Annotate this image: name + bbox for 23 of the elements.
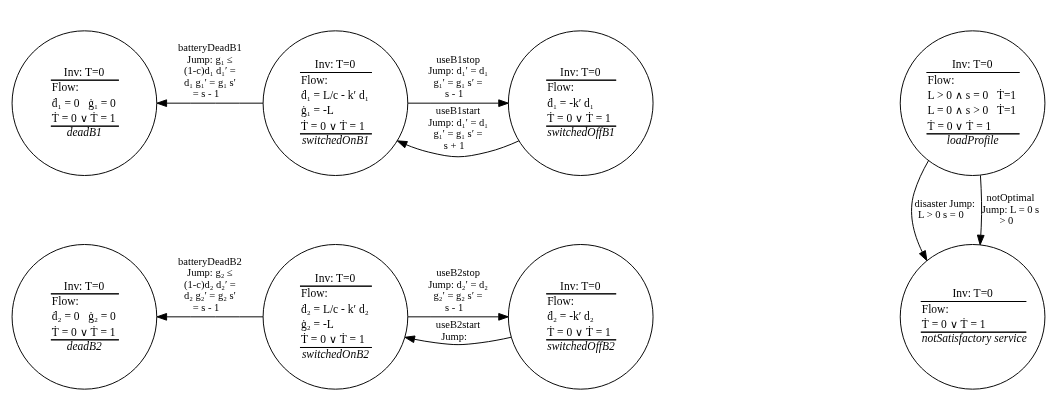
edge-label: notOptimal Jump: L = 0 s > 0 [981,191,1040,226]
edge-label: useB1start Jump: d₁′ = d₁ g₁′ = g₁ s′ = s + 1 [428,104,488,151]
arrow [156,312,264,321]
edge-label: batteryDeadB1 Jump: g₁ ≤ (1-c)d₁ d₁′ = d₁ g₁′ = g₁ s′ = s - 1 [178,41,242,99]
arrow [396,139,520,157]
edge-label: batteryDeadB2 Jump: g₂ ≤ (1-c)d₂ d₂′ = d₂ g₂′ = g₂ s′ = s - 1 [178,255,242,313]
node-circle: Inv: T=0 Flow: ḋ₂ = 0 ġ₂ = 0 Ṫ = 0 ∨ Ṫ = 1 deadB2 [11,243,158,390]
node-circle: Inv: T=0 Flow: ḋ₂ = L/c - k′ d₂ ġ₂ = -L Ṫ = 0 ∨ Ṫ = 1 switchedOnB2 [262,243,409,390]
node-circle: Inv: T=0 Flow: ḋ₁ = 0 ġ₁ = 0 Ṫ = 0 ∨ Ṫ = 1 deadB1 [11,29,158,176]
edge-label: disaster Jump: L > 0 s = 0 [914,197,976,220]
edge-label: useB2start Jump: [435,318,481,342]
arrow [407,312,509,321]
arrow [156,98,264,107]
node-circle: Inv: T=0 Flow: L > 0 ∧ s = 0 Ṫ=1 L = 0 ∧ s > 0 Ṫ=1 Ṫ = 0 ∨ Ṫ = 1 loadProfile [899,29,1046,176]
node-circle: Inv: T=0 Flow: ḋ₂ = -k′ d₂ Ṫ = 0 ∨ Ṫ = 1 switchedOffB2 [507,243,654,390]
node-circle: Inv: T=0 Flow: Ṫ = 0 ∨ Ṫ = 1 notSatisfactory service [899,243,1046,390]
arrow [976,174,985,245]
arrow [407,98,509,107]
arrow [911,159,930,261]
edge-label: useB2stop Jump: d₂′ = d₂ g₂′ = g₂ s′ = s - 1 [428,266,488,313]
arrow [404,335,512,345]
edge-label: useB1stop Jump: d₁′ = d₁ g₁′ = g₁ s′ = s - 1 [428,53,488,99]
node-circle: Inv: T=0 Flow: ḋ₁ = -k′ d₁ Ṫ = 0 ∨ Ṫ = 1 switchedOffB1 [507,29,654,176]
